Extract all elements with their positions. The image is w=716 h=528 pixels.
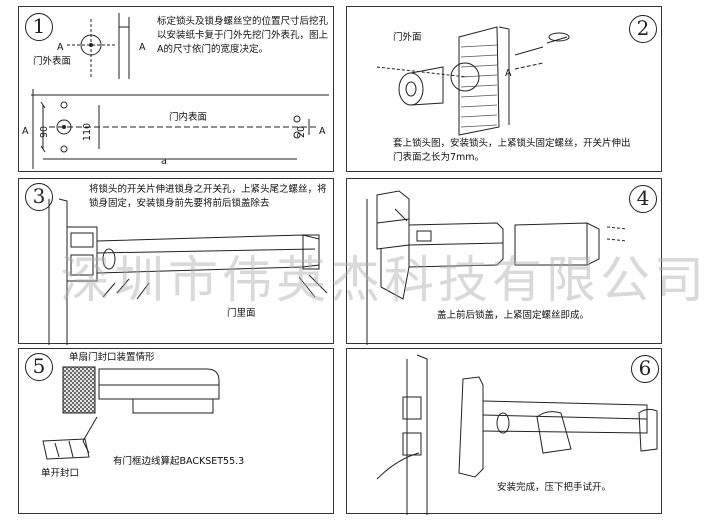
step-instructions: 盖上前后锁盖，上紧固定螺丝即成。 — [437, 310, 590, 321]
dimension-a-right: A — [319, 126, 326, 137]
panel-1-drawing — [31, 13, 329, 169]
dimension-a-top-right: A — [139, 42, 146, 53]
panel-5-drawing — [42, 366, 220, 460]
outer-surface-label: 门外表面 — [33, 56, 72, 67]
step-instructions: 标定锁头及锁身螺丝空的位置尺寸后挖孔以安装纸卡复于门外先挖门外表孔，图上A的尺寸… — [157, 16, 329, 55]
panel-2-drawing — [376, 26, 570, 136]
panel-step-1: 1 标定锁头及锁身螺丝空的位置尺寸后挖孔以安装纸卡复于门外先挖门外表孔，图上A的… — [18, 6, 334, 172]
step-number: 1 — [25, 13, 53, 41]
step-instructions: 套上锁头图，安装锁头，上紧锁头固定螺丝，开关片伸出门表面之长为7mm。 — [393, 138, 631, 163]
step-instructions: 安装完成，压下把手试开。 — [497, 482, 612, 493]
panel-6-drawing — [376, 354, 658, 515]
step-number: 6 — [631, 355, 659, 383]
panel-step-6: 6 安装完成，压下把手试开。 — [346, 348, 662, 515]
panel-3-drawing — [48, 198, 328, 345]
step-number: 4 — [629, 185, 657, 213]
backset-label: 有门框边线算起BACKSET55.3 — [113, 456, 245, 467]
inner-surface-label: 门内表面 — [169, 112, 208, 123]
inner-surface-label: 门里面 — [227, 308, 256, 319]
panel-step-3: 3 将锁头的开关片伸进锁身之开关孔，上紧头尾之螺丝，将锁身固定，安装锁身前先要将… — [18, 178, 334, 345]
step-number: 5 — [25, 353, 53, 381]
panel-4-drawing — [366, 190, 628, 345]
step-instructions: 将锁头的开关片伸进锁身之开关孔，上紧头尾之螺丝，将锁身固定，安装锁身前先要将前后… — [89, 184, 327, 209]
dimension-small-a: a — [161, 156, 167, 167]
panel-step-2: 2 门外面 A 套上锁头图，安装锁头，上紧锁头固定螺丝，开关片伸出门表面之长为7… — [346, 6, 662, 172]
dimension-a: A — [505, 68, 512, 79]
dimension-a-left: A — [22, 126, 29, 137]
single-seal-label: 单开封口 — [41, 468, 80, 479]
step-number: 2 — [629, 15, 657, 43]
step-title: 单扇门封口装置情形 — [69, 352, 155, 363]
outer-surface-label: 门外面 — [393, 32, 422, 43]
panel-step-4: 4 盖上前后锁盖，上紧固定螺丝即成。 — [346, 178, 662, 345]
step-number: 3 — [25, 183, 53, 211]
dimension-a-top: A — [57, 42, 64, 53]
panel-step-5: 5 单扇门封口装置情形 单开封口 有门框边线算起BACKSET55.3 — [18, 348, 334, 514]
